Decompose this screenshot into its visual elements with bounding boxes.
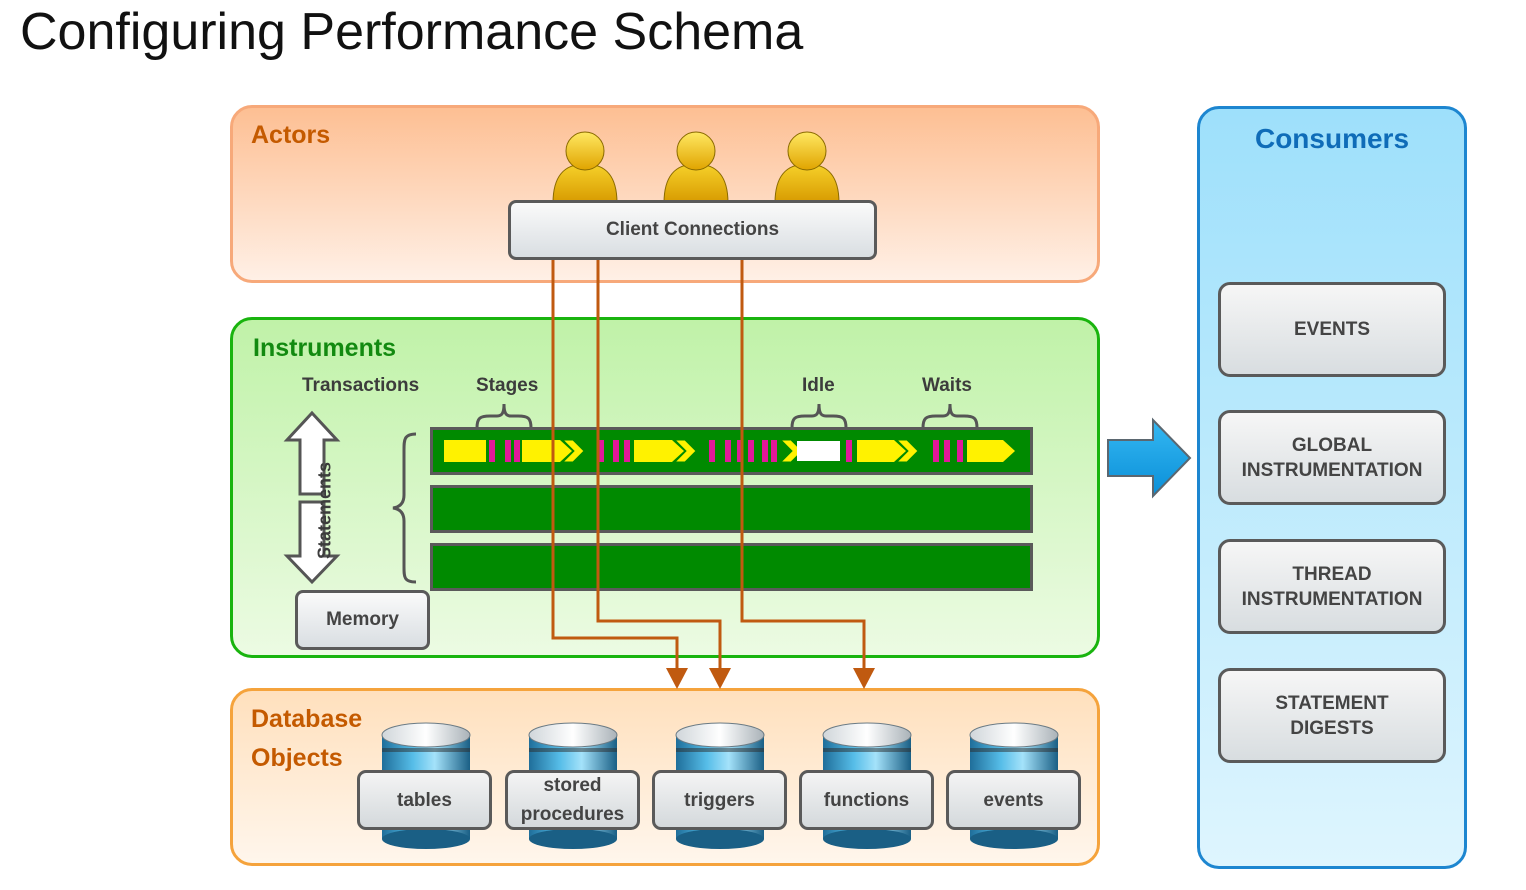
waits-label: Waits xyxy=(922,375,972,396)
page-title: Configuring Performance Schema xyxy=(20,3,804,61)
statement-bar xyxy=(430,543,1033,591)
events-box: events xyxy=(946,770,1081,830)
waits-brace xyxy=(921,403,979,429)
idle-label: Idle xyxy=(802,375,835,396)
user-icon xyxy=(552,131,618,204)
statement-bar xyxy=(430,485,1033,533)
up-down-arrow-icon xyxy=(283,410,341,585)
consumer-global-instrumentation: GLOBAL INSTRUMENTATION xyxy=(1218,410,1446,505)
stage-chevrons xyxy=(561,439,919,463)
instruments-title: Instruments xyxy=(253,334,397,362)
arrow-right-icon xyxy=(1107,417,1192,499)
consumer-statement-digests: STATEMENT DIGESTS xyxy=(1218,668,1446,763)
consumers-title: Consumers xyxy=(1254,123,1410,154)
database-objects-title-line2: Objects xyxy=(251,744,343,772)
stages-label: Stages xyxy=(476,375,539,396)
actors-title: Actors xyxy=(251,121,331,149)
client-connections-box: Client Connections xyxy=(508,200,877,260)
stored-procedures-box: stored procedures xyxy=(505,770,640,830)
wait-markers xyxy=(489,440,963,462)
transactions-label: Transactions xyxy=(302,375,420,396)
stage-segments xyxy=(444,440,1015,462)
user-icon xyxy=(774,131,840,204)
tables-box: tables xyxy=(357,770,492,830)
idle-marker xyxy=(797,441,840,461)
consumer-events: EVENTS xyxy=(1218,282,1446,377)
user-icon xyxy=(663,131,729,204)
database-objects-title-line1: Database xyxy=(251,705,363,733)
connector-lines xyxy=(551,260,866,672)
stages-brace xyxy=(475,403,533,429)
functions-box: functions xyxy=(799,770,934,830)
connector-arrowheads xyxy=(666,668,875,689)
statements-label: Statements xyxy=(314,461,335,560)
memory-box: Memory xyxy=(295,590,430,650)
idle-brace xyxy=(790,403,848,429)
consumer-thread-instrumentation: THREAD INSTRUMENTATION xyxy=(1218,539,1446,634)
statements-brace xyxy=(392,432,417,584)
statement-bar-active xyxy=(430,427,1033,475)
triggers-box: triggers xyxy=(652,770,787,830)
